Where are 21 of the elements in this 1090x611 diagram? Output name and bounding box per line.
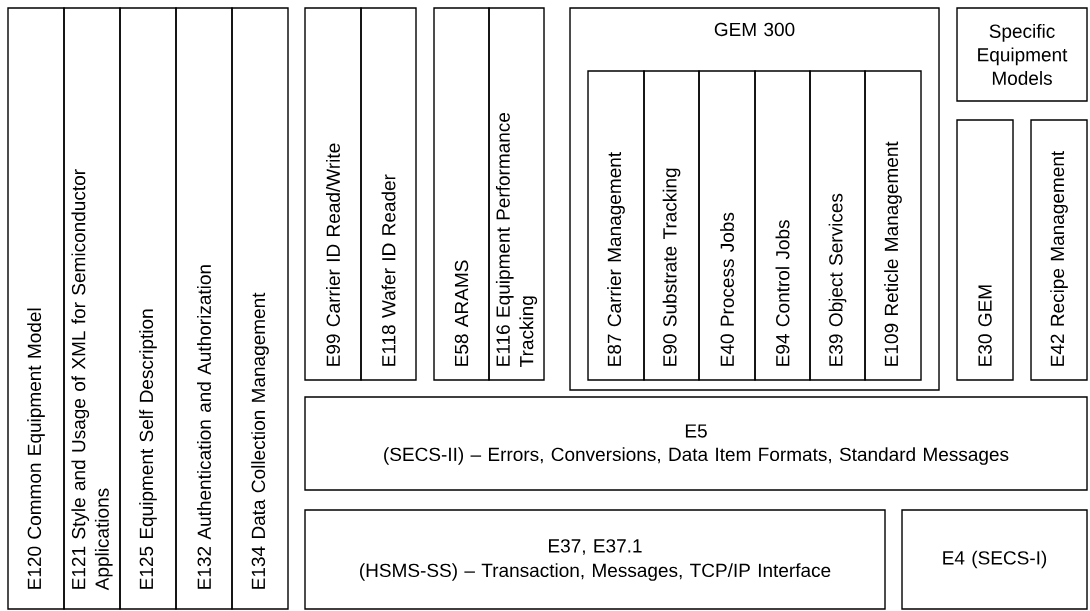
standard-column: E30 GEM bbox=[956, 119, 1014, 381]
standard-column: E116 Equipment Performance Tracking bbox=[488, 7, 545, 381]
standard-column: E58 ARAMS bbox=[433, 7, 490, 381]
standard-column: E90 Substrate Tracking bbox=[643, 70, 700, 381]
standard-box: E37, E37.1 (HSMS-SS) – Transaction, Messages, TCP/IP Interface bbox=[304, 509, 886, 610]
standard-column: E99 Carrier ID Read/Write bbox=[304, 7, 362, 381]
standard-column: E125 Equipment Self Description bbox=[119, 7, 177, 610]
standard-column: E39 Object Services bbox=[809, 70, 866, 381]
standard-column: E121 Style and Usage of XML for Semiconductor Applications bbox=[63, 7, 121, 610]
standard-column: E40 Process Jobs bbox=[698, 70, 756, 381]
standard-box: E4 (SECS-I) bbox=[901, 509, 1088, 610]
standard-column: E42 Recipe Management bbox=[1030, 119, 1088, 381]
standard-column: E120 Common Equipment Model bbox=[7, 7, 65, 610]
standard-column: E109 Reticle Management bbox=[864, 70, 922, 381]
standard-box: Specific Equipment Models bbox=[956, 7, 1088, 102]
standard-column: E132 Authentication and Authorization bbox=[175, 7, 233, 610]
standard-box: E5 (SECS-II) – Errors, Conversions, Data Item Formats, Standard Messages bbox=[304, 396, 1088, 491]
standard-column: E94 Control Jobs bbox=[754, 70, 811, 381]
standard-column: E134 Data Collection Management bbox=[231, 7, 289, 610]
standard-column: E87 Carrier Management bbox=[587, 70, 645, 381]
standard-column: E118 Wafer ID Reader bbox=[360, 7, 417, 381]
